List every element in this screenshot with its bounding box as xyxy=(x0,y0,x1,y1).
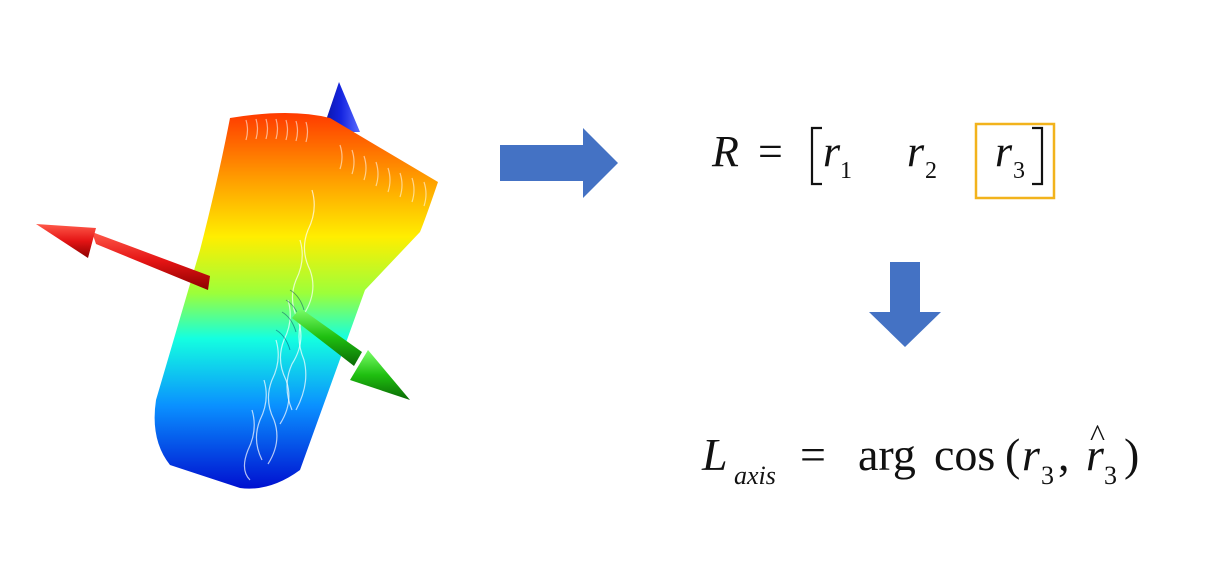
func-cos: cos xyxy=(934,429,995,480)
seam-shadow xyxy=(275,289,305,351)
loss-subscript: axis xyxy=(734,461,776,490)
scan-line-texture xyxy=(245,118,427,207)
seam-texture xyxy=(243,189,315,481)
column-r3-sub: 3 xyxy=(1013,158,1025,184)
right-bracket xyxy=(1032,126,1044,186)
equals-sign: = xyxy=(800,429,826,480)
block-arrow-down-icon xyxy=(869,262,941,347)
loss-symbol: L xyxy=(701,429,728,480)
column-r2-base: r xyxy=(907,127,925,176)
x-axis-arrow xyxy=(36,224,210,290)
column-r2-sub: 2 xyxy=(925,158,937,184)
point-cloud-object xyxy=(154,113,438,489)
rotation-symbol: R xyxy=(711,127,739,176)
column-r1-base: r xyxy=(823,127,841,176)
arg2-sub: 3 xyxy=(1104,461,1117,490)
func-arg: arg xyxy=(858,429,916,480)
equals-sign: = xyxy=(758,127,783,176)
axis-loss-equation: L axis = arg cos ( r 3 , r ^ 3 ) xyxy=(701,417,1139,490)
column-r3-base: r xyxy=(995,127,1013,176)
arg1-sub: 3 xyxy=(1041,461,1054,490)
rotated-object-illustration xyxy=(36,82,438,489)
comma: , xyxy=(1058,429,1070,480)
arg1-base: r xyxy=(1022,429,1041,480)
y-axis-arrow xyxy=(292,308,410,400)
arg2-base: r xyxy=(1086,429,1105,480)
close-paren: ) xyxy=(1124,429,1139,480)
highlight-box-r3 xyxy=(974,122,1056,200)
block-arrow-right-icon xyxy=(500,128,618,198)
open-paren: ( xyxy=(1005,429,1020,480)
rotation-matrix-equation: R = r 1 r 2 r 3 xyxy=(711,122,1056,200)
left-bracket xyxy=(810,126,822,186)
arg2-hat: ^ xyxy=(1090,417,1105,453)
column-r1-sub: 1 xyxy=(840,158,852,184)
